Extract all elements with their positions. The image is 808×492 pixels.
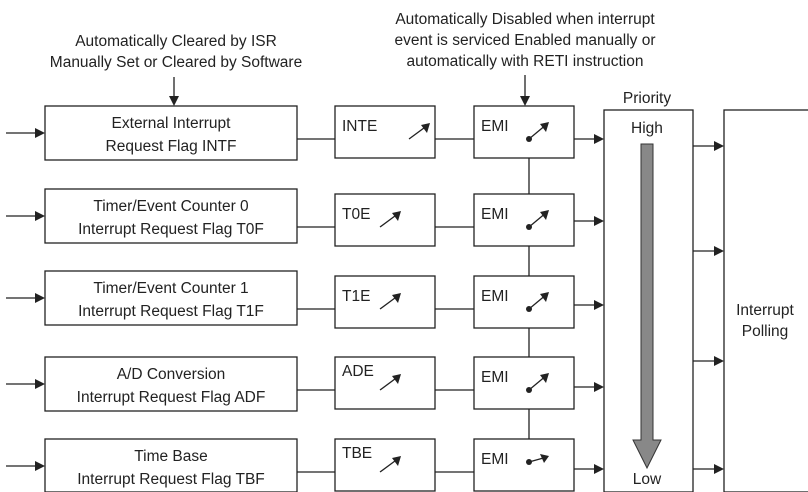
- emi-annotation-line-2: event is serviced Enabled manually or: [394, 32, 655, 49]
- request-flag-label-line-2: Interrupt Request Flag ADF: [77, 389, 266, 406]
- request-flag-label-line-1: External Interrupt: [112, 115, 232, 132]
- emi-bit-box: [473, 438, 575, 492]
- priority-high-to-low-arrow: [632, 143, 662, 470]
- isr-annotation-line-2: Manually Set or Cleared by Software: [50, 54, 302, 71]
- enable-bit-box: [334, 275, 436, 329]
- emi-bit-box: [473, 105, 575, 159]
- enable-bit-label: TBE: [342, 445, 372, 462]
- polling-label-line-1: Interrupt: [736, 302, 794, 319]
- emi-annotation-arrowhead: [520, 96, 530, 106]
- enable-bit-box: [334, 356, 436, 410]
- request-flag-box: [44, 188, 298, 244]
- enable-bit-box: [334, 193, 436, 247]
- interrupt-source-row: Timer/Event Counter 1 Interrupt Request …: [6, 270, 604, 329]
- request-flag-label-line-1: Time Base: [134, 448, 208, 465]
- isr-annotation-arrowhead: [169, 96, 179, 106]
- request-flag-label-line-2: Interrupt Request Flag T0F: [78, 221, 264, 238]
- isr-annotation-line-1: Automatically Cleared by ISR: [75, 33, 277, 50]
- priority-low-label: Low: [633, 471, 662, 488]
- request-flag-label-line-2: Interrupt Request Flag T1F: [78, 303, 264, 320]
- emi-bit-label: EMI: [481, 206, 509, 223]
- emi-bit-label: EMI: [481, 118, 509, 135]
- emi-annotation-line-1: Automatically Disabled when interrupt: [395, 11, 655, 28]
- enable-bit-box: [334, 438, 436, 492]
- emi-annotation-line-3: automatically with RETI instruction: [407, 53, 644, 70]
- interrupt-source-row: A/D Conversion Interrupt Request Flag AD…: [6, 356, 604, 412]
- enable-bit-label: T0E: [342, 206, 370, 223]
- interrupt-source-row: Time Base Interrupt Request Flag TBF TBE…: [6, 438, 604, 492]
- request-flag-label-line-1: Timer/Event Counter 1: [93, 280, 248, 297]
- request-flag-label-line-1: Timer/Event Counter 0: [93, 198, 249, 215]
- priority-high-label: High: [631, 120, 663, 137]
- emi-bit-label: EMI: [481, 288, 509, 305]
- emi-bit-box: [473, 356, 575, 410]
- emi-bit-label: EMI: [481, 451, 509, 468]
- priority-to-polling-arrows: [693, 141, 724, 474]
- interrupt-source-row: Timer/Event Counter 0 Interrupt Request …: [6, 188, 604, 247]
- emi-bit-label: EMI: [481, 369, 509, 386]
- priority-title: Priority: [623, 90, 671, 107]
- request-flag-label-line-2: Request Flag INTF: [106, 138, 237, 155]
- request-flag-label-line-1: A/D Conversion: [117, 366, 226, 383]
- request-flag-box: [44, 270, 298, 326]
- interrupt-source-row: External Interrupt Request Flag INTF INT…: [6, 105, 604, 161]
- polling-label-line-2: Polling: [742, 323, 789, 340]
- request-flag-label-line-2: Interrupt Request Flag TBF: [77, 471, 265, 488]
- enable-bit-label: T1E: [342, 288, 370, 305]
- emi-bit-box: [473, 193, 575, 247]
- enable-bit-label: INTE: [342, 118, 377, 135]
- request-flag-box: [44, 356, 298, 412]
- request-flag-box: [44, 105, 298, 161]
- enable-bit-label: ADE: [342, 363, 374, 380]
- interrupt-polling-block: [723, 109, 808, 492]
- emi-bit-box: [473, 275, 575, 329]
- request-flag-box: [44, 438, 298, 492]
